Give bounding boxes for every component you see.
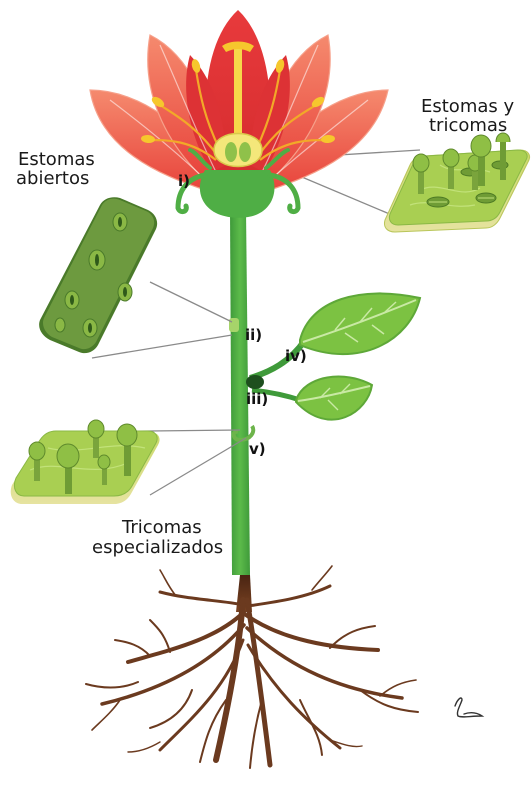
lower-leaf [252, 377, 372, 420]
label-stomata-trichomes-line1: Estomas y [421, 97, 514, 116]
label-specialized-trichomes-line1: Tricomas [122, 518, 202, 537]
label-specialized-trichomes-line2: especializados [92, 538, 223, 557]
label-open-stomata-line1: Estomas [18, 150, 95, 169]
leaf-node-iii [246, 375, 264, 389]
label-open-stomata-line2: abiertos [16, 169, 89, 188]
label-stomata-trichomes-line2: tricomas [429, 116, 507, 135]
detail-specialized-trichomes [11, 420, 160, 504]
marker-i: i) [178, 172, 190, 190]
detail-open-stomata [39, 197, 157, 353]
stomata-region-marker [229, 318, 239, 332]
root-system [86, 566, 418, 768]
marker-ii: ii) [245, 326, 262, 344]
detail-stomata-trichomes [384, 133, 529, 232]
marker-iv: iv) [285, 347, 307, 365]
signature-mark-icon [455, 698, 482, 717]
marker-iii: iii) [246, 390, 268, 408]
upper-leaf [250, 293, 420, 378]
marker-v: v) [249, 440, 266, 458]
flower [90, 10, 388, 218]
